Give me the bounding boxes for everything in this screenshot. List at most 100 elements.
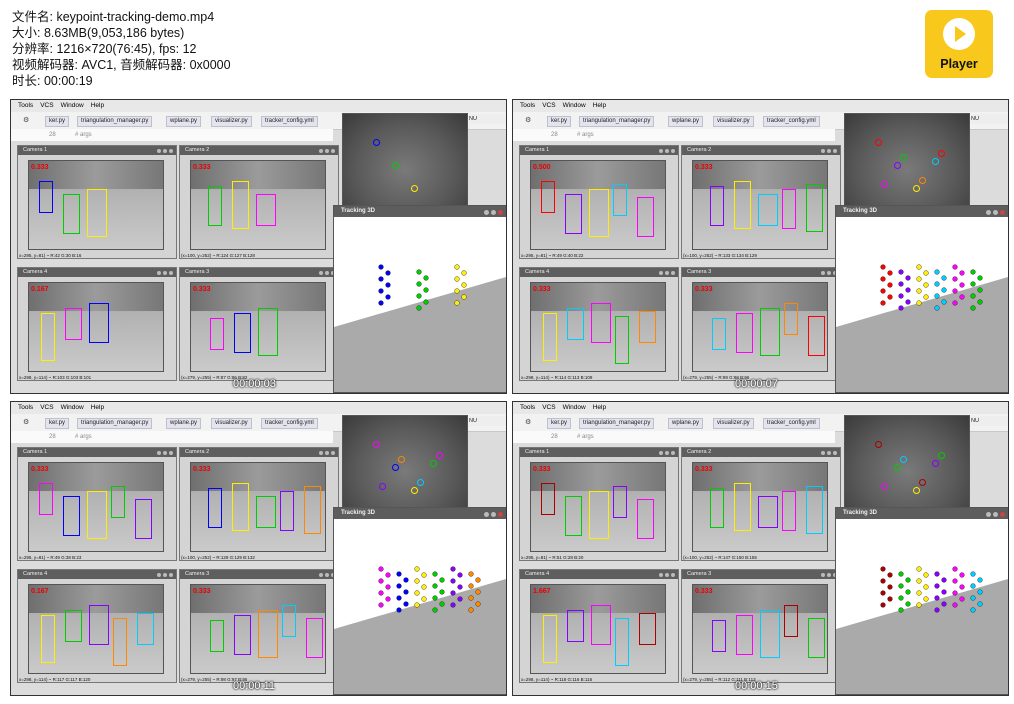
keypoint-3d [403, 601, 409, 607]
tracked-point [875, 139, 882, 146]
menu-vcs[interactable]: VCS [542, 102, 556, 109]
editor-tab[interactable]: visualizer.py [713, 418, 754, 429]
camera-image: 0.333 [692, 282, 828, 372]
window-controls[interactable] [657, 450, 675, 455]
keypoint-3d [898, 305, 904, 311]
camera-window-title: Camera 4 [18, 570, 176, 579]
fps-readout: 0.167 [31, 588, 49, 595]
menu-window[interactable]: Window [60, 102, 84, 109]
keypoint-3d [916, 602, 922, 608]
keypoint-3d [923, 584, 929, 590]
editor-tab[interactable]: tracker_config.yml [763, 418, 820, 429]
editor-tab[interactable]: ker.py [45, 116, 70, 127]
keypoint-3d [450, 590, 456, 596]
window-controls[interactable] [657, 572, 675, 577]
camera-window-title: Camera 3 [682, 570, 840, 579]
menu-window[interactable]: Window [562, 404, 586, 411]
detection-box [63, 496, 80, 536]
keypoint-3d [959, 596, 965, 602]
editor-tab[interactable]: tracker_config.yml [261, 116, 318, 127]
keypoint-3d [898, 269, 904, 275]
window-controls[interactable] [317, 450, 335, 455]
keypoint-3d [959, 270, 965, 276]
window-controls[interactable] [657, 270, 675, 275]
menu-vcs[interactable]: VCS [40, 102, 54, 109]
tracked-point [398, 456, 405, 463]
menu-tools[interactable]: Tools [520, 102, 536, 109]
keypoint-3d [923, 572, 929, 578]
window-controls[interactable] [819, 148, 837, 153]
window-controls[interactable] [155, 450, 173, 455]
editor-tab[interactable]: wplane.py [668, 418, 704, 429]
code-line: 28# args [11, 431, 333, 443]
window-controls[interactable] [819, 450, 837, 455]
menu-vcs[interactable]: VCS [542, 404, 556, 411]
settings-gear-icon[interactable]: ⚙ [23, 117, 30, 124]
camera-image: 1.667 [530, 584, 666, 674]
right-editor-tab[interactable]: NU [971, 114, 1008, 124]
screenshot-frame: Tools VCS Window Help ⚙ ker.py triangulation_m… [10, 99, 507, 394]
keypoint-3d [916, 264, 922, 270]
settings-gear-icon[interactable]: ⚙ [525, 419, 532, 426]
detection-box [808, 316, 825, 356]
menu-help[interactable]: Help [90, 404, 105, 411]
editor-tab[interactable]: triangulation_manager.py [579, 418, 655, 429]
menu-help[interactable]: Help [592, 102, 607, 109]
room-wall [531, 283, 665, 312]
menu-tools[interactable]: Tools [18, 404, 34, 411]
editor-tab[interactable]: ker.py [547, 116, 572, 127]
window-controls[interactable] [984, 209, 1005, 220]
window-controls[interactable] [155, 270, 173, 275]
keypoint-3d [432, 607, 438, 613]
right-editor-tab[interactable]: NU [971, 416, 1008, 426]
right-editor-tab[interactable]: NU [469, 114, 506, 124]
window-controls[interactable] [317, 148, 335, 153]
settings-gear-icon[interactable]: ⚙ [525, 117, 532, 124]
editor-tab[interactable]: wplane.py [166, 116, 202, 127]
detection-box [306, 618, 323, 658]
menu-window[interactable]: Window [562, 102, 586, 109]
editor-tab[interactable]: triangulation_manager.py [77, 418, 153, 429]
menu-bar: Tools VCS Window Help [11, 100, 506, 112]
menu-tools[interactable]: Tools [520, 404, 536, 411]
window-controls[interactable] [984, 511, 1005, 522]
menu-tools[interactable]: Tools [18, 102, 34, 109]
camera-title: Camera 3 [687, 571, 712, 577]
pixel-status: x=295, y=81) ~ R:49 G:38 B:23 [19, 555, 82, 560]
window-controls[interactable] [155, 148, 173, 153]
settings-gear-icon[interactable]: ⚙ [23, 419, 30, 426]
camera-title: Camera 2 [185, 147, 210, 153]
tracking-3d-window: Tracking 3D [333, 205, 506, 393]
tracked-point [411, 185, 418, 192]
editor-tab[interactable]: wplane.py [166, 418, 202, 429]
menu-window[interactable]: Window [60, 404, 84, 411]
editor-tab[interactable]: wplane.py [668, 116, 704, 127]
editor-tab[interactable]: visualizer.py [211, 116, 252, 127]
editor-tab[interactable]: triangulation_manager.py [77, 116, 153, 127]
right-editor-tab[interactable]: NU [469, 416, 506, 426]
window-controls[interactable] [657, 148, 675, 153]
detection-box [760, 610, 780, 658]
detection-box [712, 318, 726, 350]
menu-vcs[interactable]: VCS [40, 404, 54, 411]
menu-help[interactable]: Help [592, 404, 607, 411]
editor-tab[interactable]: tracker_config.yml [261, 418, 318, 429]
editor-tab[interactable]: triangulation_manager.py [579, 116, 655, 127]
editor-tab[interactable]: ker.py [547, 418, 572, 429]
editor-tab[interactable]: tracker_config.yml [763, 116, 820, 127]
keypoint-3d [385, 596, 391, 602]
editor-tab[interactable]: ker.py [45, 418, 70, 429]
window-controls[interactable] [155, 572, 173, 577]
editor-tab[interactable]: visualizer.py [713, 116, 754, 127]
detection-box [565, 496, 582, 536]
keypoint-3d [439, 589, 445, 595]
keypoint-3d [952, 264, 958, 270]
window-controls[interactable] [482, 511, 503, 522]
window-controls[interactable] [482, 209, 503, 220]
detection-box [758, 496, 778, 528]
menu-help[interactable]: Help [90, 102, 105, 109]
editor-tab[interactable]: visualizer.py [211, 418, 252, 429]
